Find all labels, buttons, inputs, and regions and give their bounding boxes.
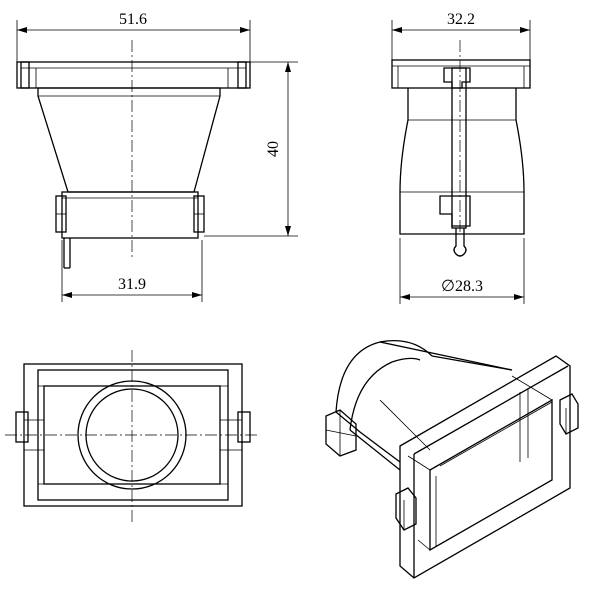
- iso-body-lower: [335, 411, 401, 463]
- iso-front-frame-outer: [399, 355, 571, 579]
- top-left-lug: [15, 411, 29, 443]
- top-circular-opening: [77, 380, 187, 490]
- isometric-view: [325, 339, 579, 579]
- top-outer-frame: [23, 363, 243, 507]
- front-bottom-width-label: 31.9: [118, 276, 146, 293]
- dimension-side-diameter: ∅28.3: [399, 238, 525, 304]
- iso-right-clip-upper: [559, 393, 579, 435]
- front-top-flange: [20, 61, 247, 89]
- dimension-front-bottom-width: 31.9: [61, 240, 203, 302]
- side-upper-latch: [443, 67, 471, 89]
- iso-tube-top: [335, 339, 433, 413]
- dimension-front-height: 40: [204, 61, 298, 237]
- top-view: [5, 350, 258, 522]
- front-left-clip: [16, 61, 30, 89]
- top-circular-opening-inner: [85, 388, 179, 482]
- front-view: 51.6 40 31.9: [16, 11, 298, 302]
- iso-front-frame-inner: [429, 398, 553, 552]
- side-top-flange: [391, 59, 531, 89]
- side-view: 32.2 ∅28.3: [391, 11, 531, 304]
- side-body: [399, 88, 525, 235]
- front-height-label: 40: [265, 141, 282, 157]
- iso-tube-inner: [349, 357, 421, 431]
- dimension-front-top-width: 51.6: [16, 11, 251, 62]
- top-right-lug: [237, 411, 251, 443]
- iso-left-clip-lower: [395, 487, 417, 531]
- side-top-width-label: 32.2: [447, 11, 475, 28]
- top-inner-frame: [37, 369, 229, 501]
- side-lower-latch: [439, 195, 471, 227]
- front-top-width-label: 51.6: [119, 11, 147, 28]
- dimension-side-top-width: 32.2: [391, 11, 531, 60]
- front-lower-collar: [61, 191, 199, 239]
- front-flared-body: [37, 87, 221, 193]
- side-latch-strip: [451, 67, 467, 229]
- side-diameter-label: ∅28.3: [441, 278, 483, 295]
- side-hanging-tab: [453, 228, 467, 257]
- front-right-clip: [237, 61, 251, 89]
